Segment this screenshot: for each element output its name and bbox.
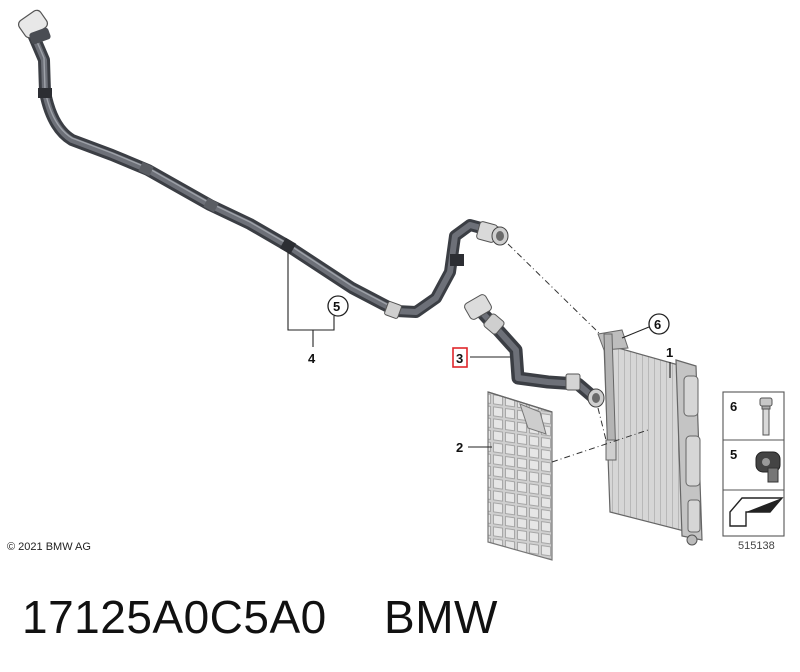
- caption: 17125A0C5A0 BMW: [22, 590, 498, 644]
- callout-1: 1: [666, 345, 673, 378]
- callout-4: 4: [287, 252, 335, 366]
- callout-6: 6: [621, 313, 670, 339]
- quick-connector-lower: [587, 388, 605, 408]
- radiator-part-1: [597, 329, 703, 546]
- callout-2: 2: [456, 440, 492, 455]
- highlight-box: [452, 347, 468, 368]
- legend-5-label: 5: [730, 447, 737, 462]
- hose-part-3: [464, 294, 605, 408]
- callout-6-label: 6: [654, 317, 661, 332]
- brand-name: BMW: [384, 591, 498, 643]
- legend-6-label: 6: [730, 399, 737, 414]
- diagram-number: 515138: [738, 540, 775, 552]
- callout-3-label: 3: [456, 351, 463, 366]
- callout-1-label: 1: [666, 345, 673, 360]
- quick-connector-upper: [464, 294, 505, 335]
- callout-5-label: 5: [333, 299, 340, 314]
- clamp-icon: [755, 451, 781, 483]
- callout-5: 5: [327, 295, 349, 317]
- screw-icon: [759, 397, 773, 436]
- callout-3: 3: [452, 347, 510, 368]
- legend-panel: 6 5: [722, 391, 785, 537]
- quick-connector-right: [476, 221, 509, 246]
- copyright-text: © 2021 BMW AG: [7, 541, 91, 553]
- callout-2-label: 2: [456, 440, 463, 455]
- screen-part-2: [487, 391, 553, 561]
- hose-part-4: [17, 9, 509, 319]
- callout-4-label: 4: [308, 351, 316, 366]
- quick-connector-top: [17, 9, 51, 45]
- arrow-symbol-icon: [729, 497, 784, 527]
- part-number: 17125A0C5A0: [22, 591, 327, 643]
